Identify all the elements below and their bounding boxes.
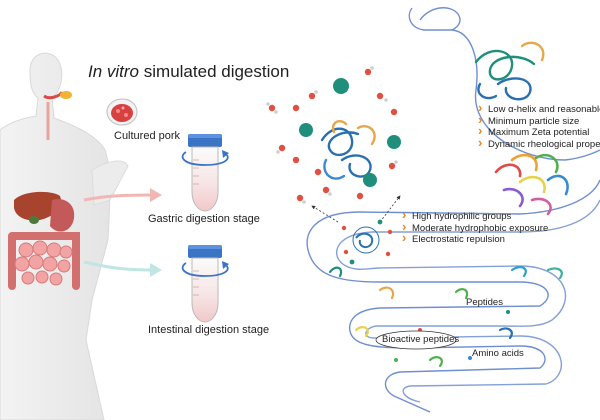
ion-particles: [299, 78, 401, 187]
intestine-property-item: Electrostatic repulsion: [402, 232, 548, 246]
intestinal-stage-label: Intestinal digestion stage: [148, 324, 270, 336]
bioactive-peptides-label: Bioactive peptides: [382, 334, 460, 345]
large-intestine-illustration: [8, 232, 80, 290]
gastric-stage-label: Gastric digestion stage: [148, 213, 260, 225]
protein-structure-icon: [474, 41, 545, 101]
arrow-to-gastric: [83, 193, 155, 202]
peptides-label: Peptides: [466, 297, 503, 308]
centrifuge-tube-icon: [188, 134, 222, 212]
liver-illustration: [14, 191, 62, 221]
stomach-properties-list: Low α-helix and reasonable β- Minimum pa…: [478, 102, 600, 151]
stomach-illustration: [50, 198, 75, 232]
small-intestine-illustration: [14, 240, 73, 286]
stomach-property-item: Dynamic rheological properties: [478, 137, 600, 151]
cultured-pork-dish-icon: [106, 98, 138, 126]
stomach-outline: [408, 7, 600, 161]
pointer-line-left: [311, 205, 339, 223]
stomach-property-item: Maximum Zeta potential: [478, 125, 600, 139]
protein-structure-icon: [320, 120, 376, 180]
cultured-pork-label: Cultured pork: [114, 130, 181, 142]
stomach-inner-outline: [419, 7, 461, 31]
intestine-protein-cluster: [341, 219, 393, 265]
intestine-outline: [306, 179, 600, 413]
stomach-property-item: Minimum particle size: [478, 114, 600, 128]
amino-acids-label: Amino acids: [472, 348, 524, 359]
diagram-title: In vitro simulated digestion: [88, 62, 290, 81]
arrow-to-intestinal: [83, 260, 155, 272]
peptide-fragments: [328, 266, 563, 368]
water-molecule-icon: [268, 68, 398, 202]
rotation-arrow-icon: [181, 151, 229, 166]
pointer-line-right: [379, 195, 401, 223]
stomach-property-item: Low α-helix and reasonable β-: [478, 102, 600, 116]
bioactive-peptides-callout: [375, 330, 457, 350]
intestine-properties-list: High hydrophilic groups Moderate hydroph…: [402, 209, 548, 246]
rotation-arrow-icon: [181, 262, 229, 277]
centrifuge-tube-icon: [188, 245, 222, 323]
intestine-property-item: High hydrophilic groups: [402, 209, 548, 223]
intestine-property-item: Moderate hydrophobic exposure: [402, 221, 548, 235]
protein-structure-icon: [494, 153, 569, 216]
human-body-illustration: [0, 52, 129, 420]
